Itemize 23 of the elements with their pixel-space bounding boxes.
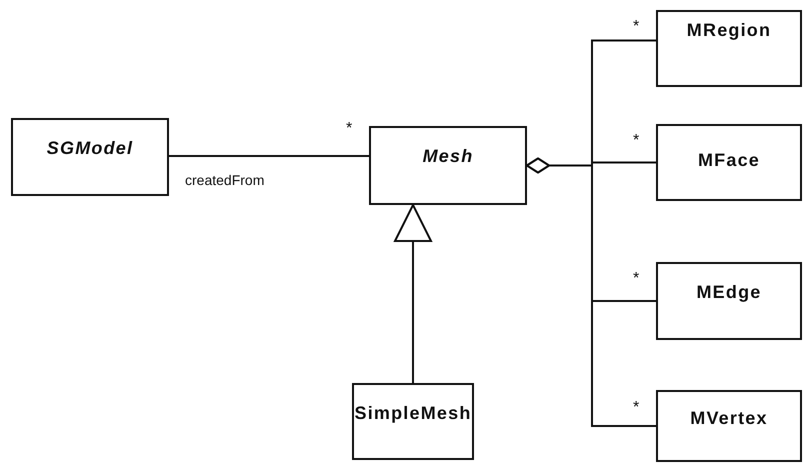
multiplicity-label: * xyxy=(346,120,352,138)
multiplicity-label: * xyxy=(633,18,640,36)
multiplicity-label: * xyxy=(633,270,640,288)
aggregation-line xyxy=(526,158,656,427)
class-name: Mesh xyxy=(422,146,474,167)
class-name: MRegion xyxy=(686,20,772,41)
multiplicity-label: * xyxy=(633,132,640,150)
inheritance-arrow xyxy=(394,204,432,383)
class-box xyxy=(352,383,474,460)
class-name: MFace xyxy=(696,150,762,171)
class-box xyxy=(656,10,802,87)
class-box xyxy=(656,390,802,462)
multiplicity-label: * xyxy=(633,399,640,417)
class-name: MVertex xyxy=(689,408,769,429)
class-box xyxy=(11,118,169,196)
class-name: SGModel xyxy=(46,138,134,159)
class-name: MEdge xyxy=(695,282,762,303)
association-line xyxy=(169,155,369,157)
class-box xyxy=(369,126,527,205)
edge-label: createdFrom xyxy=(185,172,264,188)
class-name: SimpleMesh xyxy=(354,403,472,424)
class-box xyxy=(656,262,802,340)
class-box xyxy=(656,124,802,201)
